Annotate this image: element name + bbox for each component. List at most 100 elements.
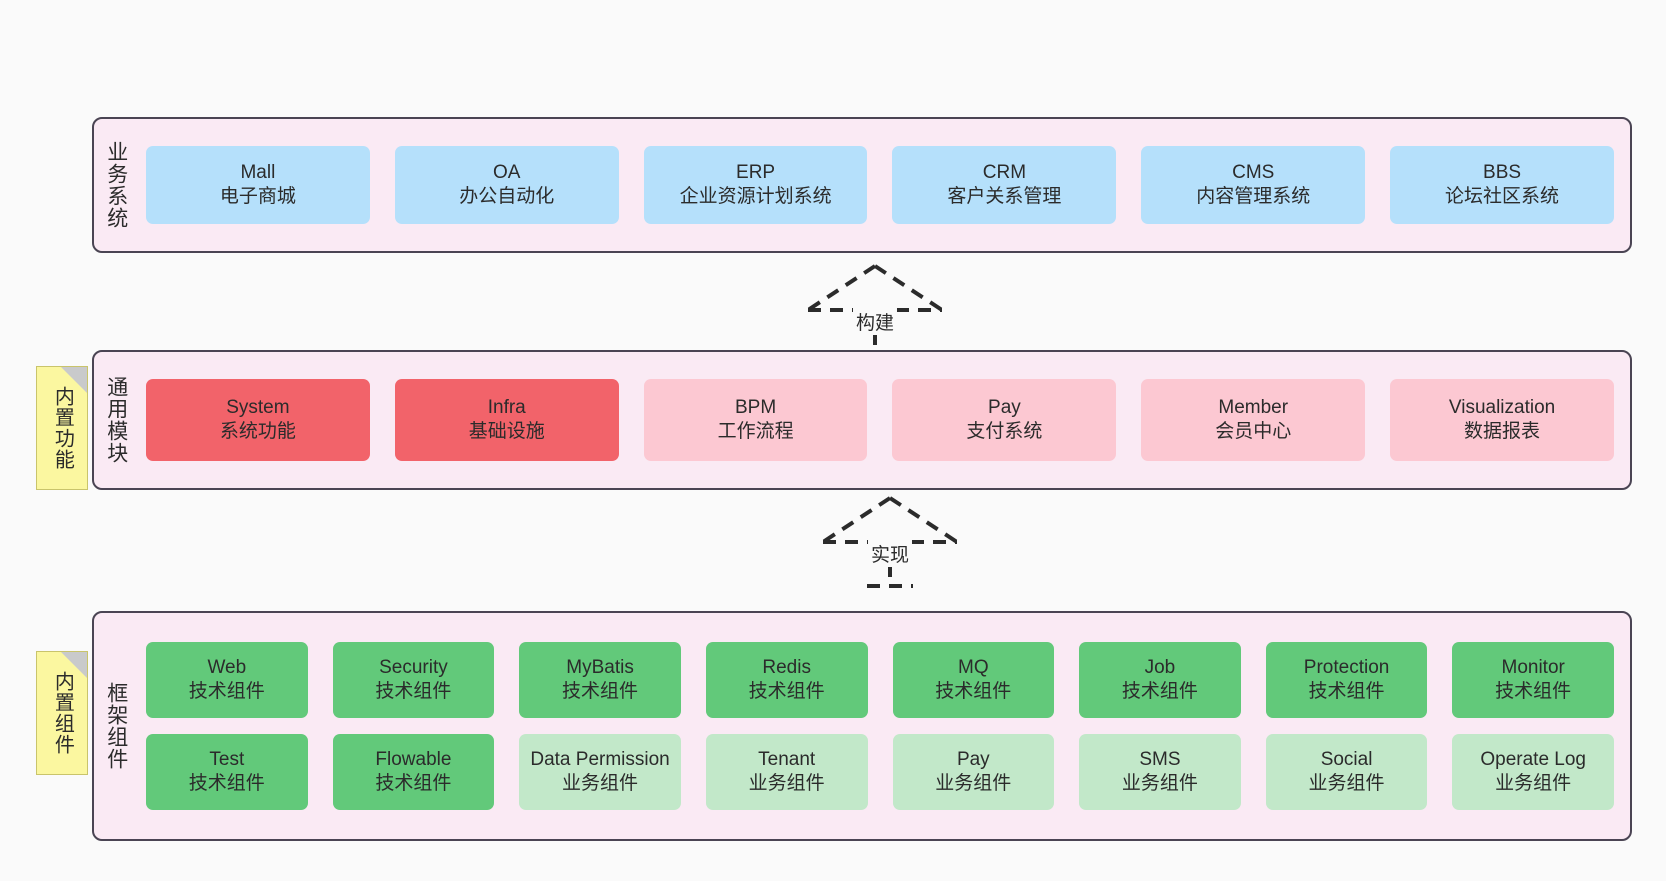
card-title: Visualization (1448, 396, 1556, 418)
framework-card-data-permission[interactable]: Data Permission 业务组件 (519, 734, 681, 810)
card-subtitle: 数据报表 (1464, 421, 1541, 442)
business-card-oa[interactable]: OA 办公自动化 (394, 146, 619, 224)
card-subtitle: 客户关系管理 (947, 186, 1062, 207)
card-title: MQ (958, 656, 989, 678)
card-title: Security (379, 656, 448, 678)
card-title: Test (209, 748, 245, 770)
card-title: Member (1218, 396, 1289, 418)
card-subtitle: 支付系统 (966, 421, 1043, 442)
connector-implement: 实现 (805, 490, 975, 588)
framework-card-pay[interactable]: Pay 业务组件 (892, 734, 1055, 810)
card-subtitle: 业务组件 (935, 773, 1012, 794)
framework-card-social[interactable]: Social 业务组件 (1265, 734, 1428, 810)
card-title: Infra (487, 396, 526, 418)
card-subtitle: 工作流程 (717, 421, 794, 442)
card-subtitle: 系统功能 (219, 421, 296, 442)
card-title: Flowable (375, 748, 452, 770)
card-title: Protection (1303, 656, 1390, 678)
business-card-cms[interactable]: CMS 内容管理系统 (1141, 146, 1366, 224)
card-subtitle: 业务组件 (1308, 773, 1385, 794)
card-title: Web (207, 656, 247, 678)
card-subtitle: 技术组件 (1308, 681, 1385, 702)
card-subtitle: 技术组件 (562, 681, 639, 702)
card-subtitle: 技术组件 (935, 681, 1012, 702)
card-title: Tenant (758, 748, 816, 770)
card-subtitle: 办公自动化 (459, 186, 555, 207)
framework-card-tenant[interactable]: Tenant 业务组件 (705, 734, 868, 810)
card-title: Monitor (1501, 656, 1565, 678)
card-title: OA (493, 161, 521, 183)
framework-card-operate-log[interactable]: Operate Log 业务组件 (1452, 734, 1614, 810)
common-card-pay[interactable]: Pay 支付系统 (892, 379, 1117, 461)
note-builtin-component: 内置组件 (36, 651, 88, 775)
card-subtitle: 技术组件 (1495, 681, 1572, 702)
common-card-visualization[interactable]: Visualization 数据报表 (1390, 379, 1614, 461)
connector-implement-label: 实现 (867, 540, 913, 567)
card-title: System (226, 396, 290, 418)
card-title: CRM (982, 161, 1027, 183)
card-title: CMS (1232, 161, 1275, 183)
card-subtitle: 技术组件 (748, 681, 825, 702)
card-title: MyBatis (566, 656, 634, 678)
connector-build: 构建 (790, 258, 960, 356)
card-title: Operate Log (1480, 748, 1586, 770)
card-subtitle: 技术组件 (375, 773, 452, 794)
card-title: BBS (1483, 161, 1522, 183)
card-title: SMS (1139, 748, 1181, 770)
layer-title-business-system: 业务系统 (104, 141, 128, 229)
card-title: Data Permission (530, 748, 670, 770)
layer-title-framework-component: 框架组件 (104, 682, 128, 770)
framework-card-flowable[interactable]: Flowable 技术组件 (332, 734, 495, 810)
card-subtitle: 业务组件 (1121, 773, 1198, 794)
card-subtitle: 技术组件 (188, 681, 265, 702)
card-subtitle: 技术组件 (188, 773, 265, 794)
business-card-bbs[interactable]: BBS 论坛社区系统 (1390, 146, 1614, 224)
note-builtin-function: 内置功能 (36, 366, 88, 490)
framework-card-mybatis[interactable]: MyBatis 技术组件 (519, 642, 681, 718)
note-fold-corner-icon (61, 367, 87, 393)
framework-card-security[interactable]: Security 技术组件 (332, 642, 495, 718)
card-title: Pay (956, 748, 990, 770)
note-builtin-function-label: 内置功能 (51, 386, 74, 470)
note-builtin-component-label: 内置组件 (51, 671, 74, 755)
card-subtitle: 技术组件 (1121, 681, 1198, 702)
card-subtitle: 业务组件 (1495, 773, 1572, 794)
card-subtitle: 业务组件 (562, 773, 639, 794)
note-fold-corner-icon (61, 652, 87, 678)
card-subtitle: 内容管理系统 (1196, 186, 1311, 207)
common-card-system[interactable]: System 系统功能 (146, 379, 370, 461)
framework-card-web[interactable]: Web 技术组件 (146, 642, 308, 718)
framework-card-test[interactable]: Test 技术组件 (146, 734, 308, 810)
card-subtitle: 技术组件 (375, 681, 452, 702)
connector-build-label: 构建 (852, 308, 898, 335)
framework-card-monitor[interactable]: Monitor 技术组件 (1452, 642, 1614, 718)
framework-card-sms[interactable]: SMS 业务组件 (1079, 734, 1241, 810)
framework-card-mq[interactable]: MQ 技术组件 (892, 642, 1055, 718)
card-subtitle: 企业资源计划系统 (679, 186, 832, 207)
card-title: Pay (988, 396, 1021, 418)
card-subtitle: 论坛社区系统 (1445, 186, 1560, 207)
card-subtitle: 业务组件 (748, 773, 825, 794)
card-title: Social (1320, 748, 1373, 770)
framework-card-protection[interactable]: Protection 技术组件 (1265, 642, 1428, 718)
layer-title-common-module: 通用模块 (104, 376, 128, 464)
card-subtitle: 电子商城 (219, 186, 296, 207)
business-card-crm[interactable]: CRM 客户关系管理 (892, 146, 1117, 224)
